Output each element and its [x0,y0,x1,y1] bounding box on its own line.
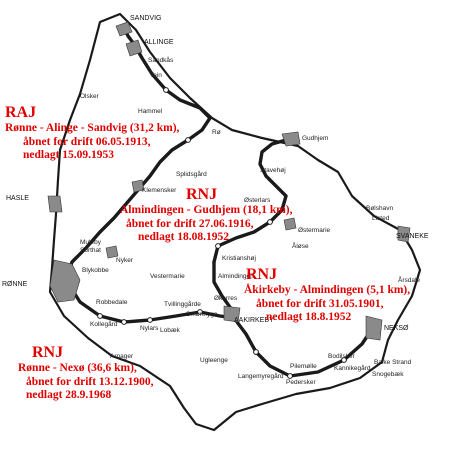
label-tvillinggaarde: Tvillinggårde [164,300,201,308]
town-allinge [125,39,143,57]
label-kristianshoj: Kristianshøj [222,255,256,262]
annotation-rnj-gudhjem: RNJ Almindingen - Gudhjem (18,1 km), åbn… [120,186,293,245]
label-nylars: Nylars [140,325,159,332]
town-klemensker [131,179,145,193]
town-aakirkeby [223,305,241,323]
annotation-rnj-aakirkeby-opened: åbnet for drift 31.05.1901, [256,297,384,310]
annotation-rnj-gudhjem-code: RNJ [186,186,218,203]
annotation-rnj-aakirkeby: RNJ Åkirkeby - Almindingen (5,1 km), åbn… [244,266,411,325]
label-pedersker: Pedersker [286,379,316,386]
label-bolshavn: Bølshavn [366,205,393,212]
annotation-rnj-gudhjem-opened: åbnet for drift 27.06.1916, [126,217,254,230]
label-arsdale: Årsdale [398,275,420,284]
annotation-rnj-aakirkeby-code: RNJ [246,266,278,283]
rail-aakirkeby-almindingen [212,260,234,312]
town-nexo [365,315,383,341]
label-kannikegaard: Kannikegård [334,364,371,372]
label-svaneke: SVANEKE [396,233,429,240]
label-klemensker: Klemensker [142,187,177,194]
rail-almindingen-gudhjem [212,138,300,264]
annotation-raj: RAJ Rønne - Alinge - Sandvig (31,2 km), … [5,104,179,163]
annotation-rnj-gudhjem-route: Almindingen - Gudhjem (18,1 km), [120,204,293,216]
annotation-rnj-nexo: RNJ Rønne - Nexø (36,6 km), åbnet for dr… [6,344,154,403]
label-almindingen: Almindingen [218,273,254,280]
label-olsker: Olsker [80,93,100,100]
label-nexo: NEKSØ [384,325,409,332]
label-sandkaas: Sandkås [148,56,174,64]
station-dots [97,87,347,379]
label-ro: Rø [212,129,221,136]
label-lobaek: Lobæk [160,327,181,334]
label-balke: Balke Strand [374,359,412,366]
label-ostermarie: Østermarie [298,227,331,234]
annotation-rnj-nexo-code: RNJ [32,344,64,361]
label-arnager: Arnager [110,353,134,360]
label-bodilsker: Bodilsker [328,353,356,360]
label-listed: Listed [372,215,390,222]
town-markers [47,21,411,341]
label-hammel: Hammel [138,108,163,115]
label-gudhjem: Gudhjem [302,135,328,142]
label-hasle: HASLE [6,195,29,202]
label-alose: Åløse [292,241,309,250]
town-svaneke [397,225,411,243]
label-vestermarie: Vestermarie [150,273,185,280]
label-ugleenge: Ugleenge [200,357,228,364]
label-aakirkeby: AAKIRKEBY [234,317,274,324]
label-smorelyge: Smørelyge [186,311,218,318]
town-sandvig [115,21,133,37]
town-ronne [49,259,81,303]
town-nyker [105,245,119,259]
annotation-raj-route: Rønne - Alinge - Sandvig (31,2 km), [5,122,180,134]
label-snogebaek: Snogebæk [372,371,404,378]
label-langemyregaard: Langemyregård [238,372,284,380]
label-tein: Tein [150,72,162,79]
label-splidsgaard: Splidsgård [176,170,207,178]
annotation-rnj-aakirkeby-closed: nedlagt 18.8.1952 [266,311,352,323]
label-pilemolle: Pilemølle [290,363,317,370]
annotation-rnj-aakirkeby-route: Åkirkeby - Almindingen (5,1 km), [244,284,411,296]
label-sorthat: Sorthat [80,247,101,254]
annotation-rnj-nexo-opened: åbnet for drift 13.12.1900, [26,375,154,388]
label-stavehoj: Stavehøj [260,167,286,174]
annotation-raj-opened: åbnet for drift 06.05.1913, [23,135,151,148]
town-gudhjem [281,131,301,147]
label-allinge: ALLINGE [144,39,174,46]
label-muleby: Muleby [80,239,102,246]
annotation-rnj-nexo-route: Rønne - Nexø (36,6 km), [18,362,137,374]
island-coastline [48,12,422,432]
annotation-rnj-gudhjem-closed: nedlagt 18.08.1952 [138,231,230,243]
annotation-rnj-nexo-closed: nedlagt 28.9.1968 [26,389,112,401]
label-osterlars: Østerlars [244,197,271,204]
label-robbedale: Robbedale [96,299,128,306]
place-labels: SANDVIG ALLINGE Sandkås Tein Olsker Hamm… [2,15,429,386]
label-okkerres: Økerres [214,295,238,302]
label-sandvig: SANDVIG [130,15,162,22]
label-ronne: RØNNE [2,281,28,288]
label-nyker: Nyker [116,257,134,264]
annotation-raj-closed: nedlagt 15.09.1953 [23,149,115,161]
label-blykobbe: Blykobbe [82,267,109,274]
annotation-raj-code: RAJ [5,104,37,121]
town-ostermarie [283,217,297,231]
label-kollegaard: Kollegård [90,320,118,328]
town-hasle [47,195,63,213]
